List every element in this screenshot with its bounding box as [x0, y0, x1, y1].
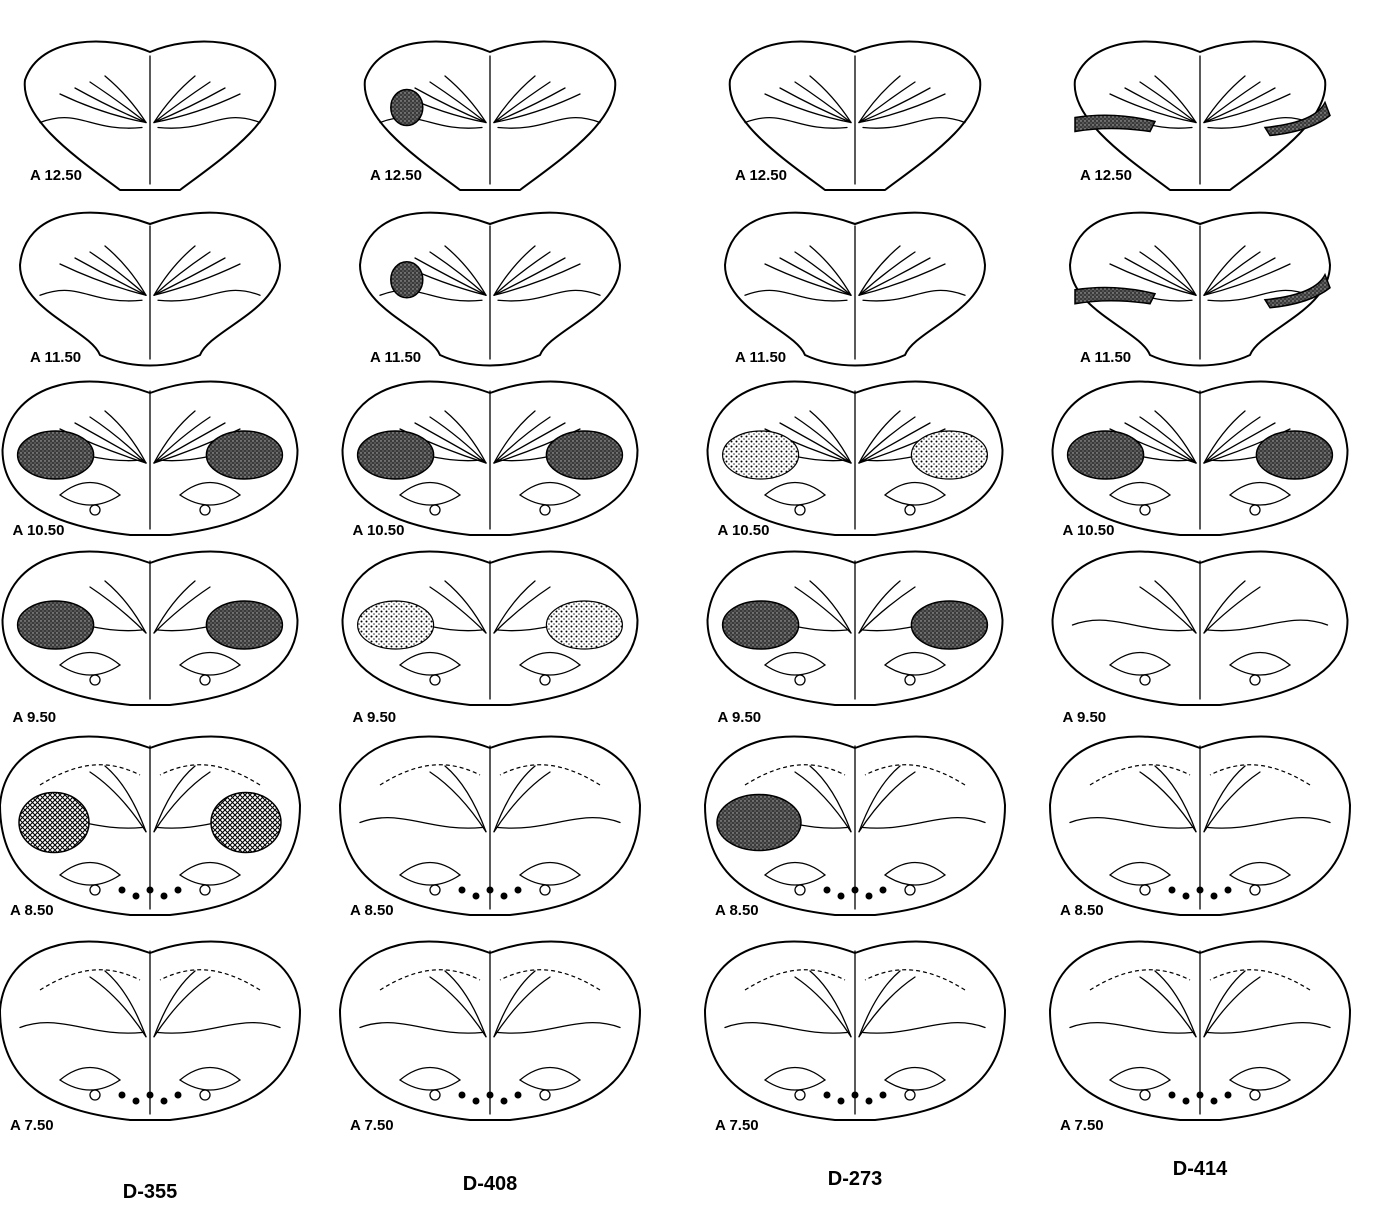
lesion-right	[206, 431, 282, 479]
brain-section: A 11.50	[360, 213, 620, 366]
section-label: A 9.50	[13, 709, 57, 726]
section-label: A 11.50	[735, 349, 786, 366]
lesion-right	[1256, 431, 1332, 479]
case-id-label: D-414	[1173, 1158, 1228, 1180]
section-label: A 7.50	[10, 1117, 54, 1134]
section-label: A 7.50	[715, 1117, 759, 1134]
brain-section: A 12.50	[25, 42, 276, 190]
brain-section: A 10.50	[3, 382, 298, 539]
brain-section: A 9.50	[1053, 552, 1348, 726]
section-label: A 10.50	[353, 522, 405, 539]
section-label: A 12.50	[30, 167, 82, 184]
lesion-left	[18, 601, 94, 649]
lesion-right	[911, 431, 987, 479]
lesion-left	[358, 601, 434, 649]
section-label: A 11.50	[30, 349, 81, 366]
section-label: A 10.50	[1063, 522, 1115, 539]
brain-section: A 8.50	[705, 737, 1005, 919]
brain-section: A 8.50	[1050, 737, 1350, 919]
lesion-left	[391, 90, 423, 126]
lesion-left	[723, 431, 799, 479]
brain-section: A 10.50	[1053, 382, 1348, 539]
lesion-right	[911, 601, 987, 649]
section-label: A 11.50	[370, 349, 421, 366]
brain-section: A 11.50	[1070, 213, 1330, 366]
section-panels: A 12.50 A 11.50 A 10.50 A 9.50 A 8.50 A 7.50 A…	[0, 42, 1350, 1134]
section-label: A 7.50	[1060, 1117, 1104, 1134]
section-label: A 10.50	[718, 522, 770, 539]
lesion-left	[358, 431, 434, 479]
lesion-right	[206, 601, 282, 649]
brain-section: A 8.50	[340, 737, 640, 919]
brain-section: A 12.50	[1075, 42, 1330, 190]
section-label: A 12.50	[1080, 167, 1132, 184]
brain-section: A 7.50	[1050, 942, 1350, 1134]
case-labels: D-355 D-408 D-273 D-414	[123, 1158, 1228, 1203]
brain-section: A 9.50	[3, 552, 298, 726]
section-label: A 12.50	[735, 167, 787, 184]
case-id-label: D-273	[828, 1168, 882, 1190]
lesion-left	[723, 601, 799, 649]
lesion-right	[546, 601, 622, 649]
section-label: A 9.50	[353, 709, 397, 726]
brain-section: A 7.50	[340, 942, 640, 1134]
section-label: A 7.50	[350, 1117, 394, 1134]
section-label: A 8.50	[715, 902, 759, 919]
section-label: A 9.50	[1063, 709, 1107, 726]
lesion-left	[717, 795, 801, 851]
brain-section: A 10.50	[343, 382, 638, 539]
lesion-left	[1075, 288, 1155, 304]
lesion-left	[19, 793, 89, 853]
brain-section: A 7.50	[0, 942, 300, 1134]
section-label: A 8.50	[1060, 902, 1104, 919]
section-label: A 11.50	[1080, 349, 1131, 366]
brain-section: A 9.50	[708, 552, 1003, 726]
case-id-label: D-408	[463, 1173, 517, 1195]
section-label: A 12.50	[370, 167, 422, 184]
section-label: A 8.50	[10, 902, 54, 919]
brain-section: A 12.50	[730, 42, 981, 190]
lesion-left	[1068, 431, 1144, 479]
lesion-left	[391, 262, 423, 298]
brain-section: A 10.50	[708, 382, 1003, 539]
case-id-label: D-355	[123, 1181, 177, 1203]
brain-section: A 11.50	[725, 213, 985, 366]
section-label: A 10.50	[13, 522, 65, 539]
section-label: A 8.50	[350, 902, 394, 919]
section-label: A 9.50	[718, 709, 762, 726]
brain-section: A 12.50	[365, 42, 616, 190]
brain-section: A 11.50	[20, 213, 280, 366]
lesion-right	[211, 793, 281, 853]
lesion-left	[1075, 115, 1155, 131]
lesion-right	[546, 431, 622, 479]
brain-section: A 8.50	[0, 737, 300, 919]
brain-section: A 9.50	[343, 552, 638, 726]
lesion-left	[18, 431, 94, 479]
brain-section: A 7.50	[705, 942, 1005, 1134]
